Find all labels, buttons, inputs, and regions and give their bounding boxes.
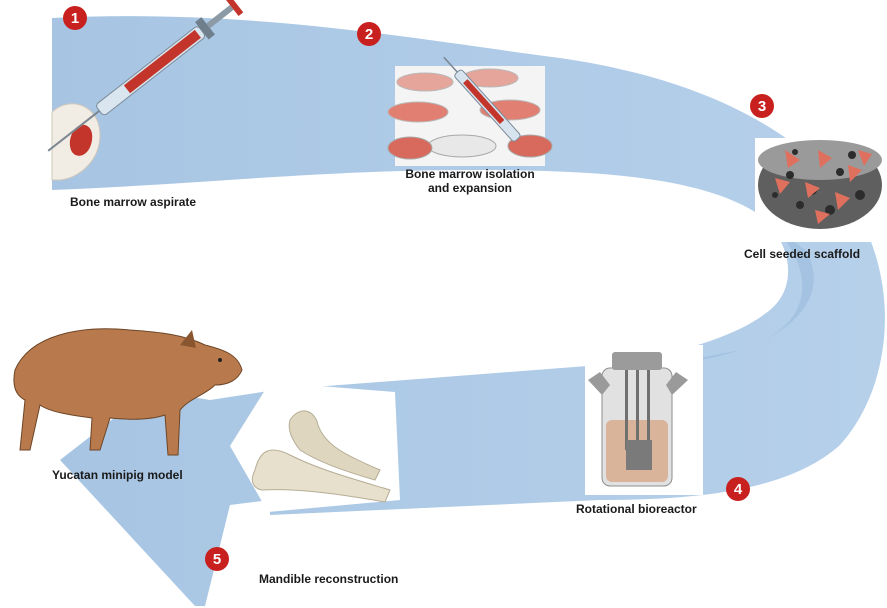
step-badge-4: 4 <box>726 477 750 501</box>
step-number: 4 <box>734 481 742 498</box>
step-number: 5 <box>213 551 221 568</box>
step-badge-5: 5 <box>205 547 229 571</box>
petri-dish-icon <box>388 54 552 166</box>
step-number: 2 <box>365 26 373 43</box>
label-mandible-reconstruction: Mandible reconstruction <box>259 572 398 586</box>
step-badge-2: 2 <box>357 22 381 46</box>
label-bone-marrow-aspirate: Bone marrow aspirate <box>70 195 196 209</box>
step-number: 3 <box>758 98 766 115</box>
step-badge-3: 3 <box>750 94 774 118</box>
scaffold-icon <box>755 138 887 242</box>
bioreactor-icon <box>585 345 703 495</box>
label-cell-seeded-scaffold: Cell seeded scaffold <box>744 247 860 261</box>
label-rotational-bioreactor: Rotational bioreactor <box>576 502 697 516</box>
step-number: 1 <box>71 10 79 27</box>
step-badge-1: 1 <box>63 6 87 30</box>
label-line: and expansion <box>385 181 555 195</box>
label-line: Bone marrow isolation <box>385 167 555 181</box>
label-isolation-expansion: Bone marrow isolation and expansion <box>385 167 555 195</box>
label-yucatan-minipig-model: Yucatan minipig model <box>52 468 183 482</box>
